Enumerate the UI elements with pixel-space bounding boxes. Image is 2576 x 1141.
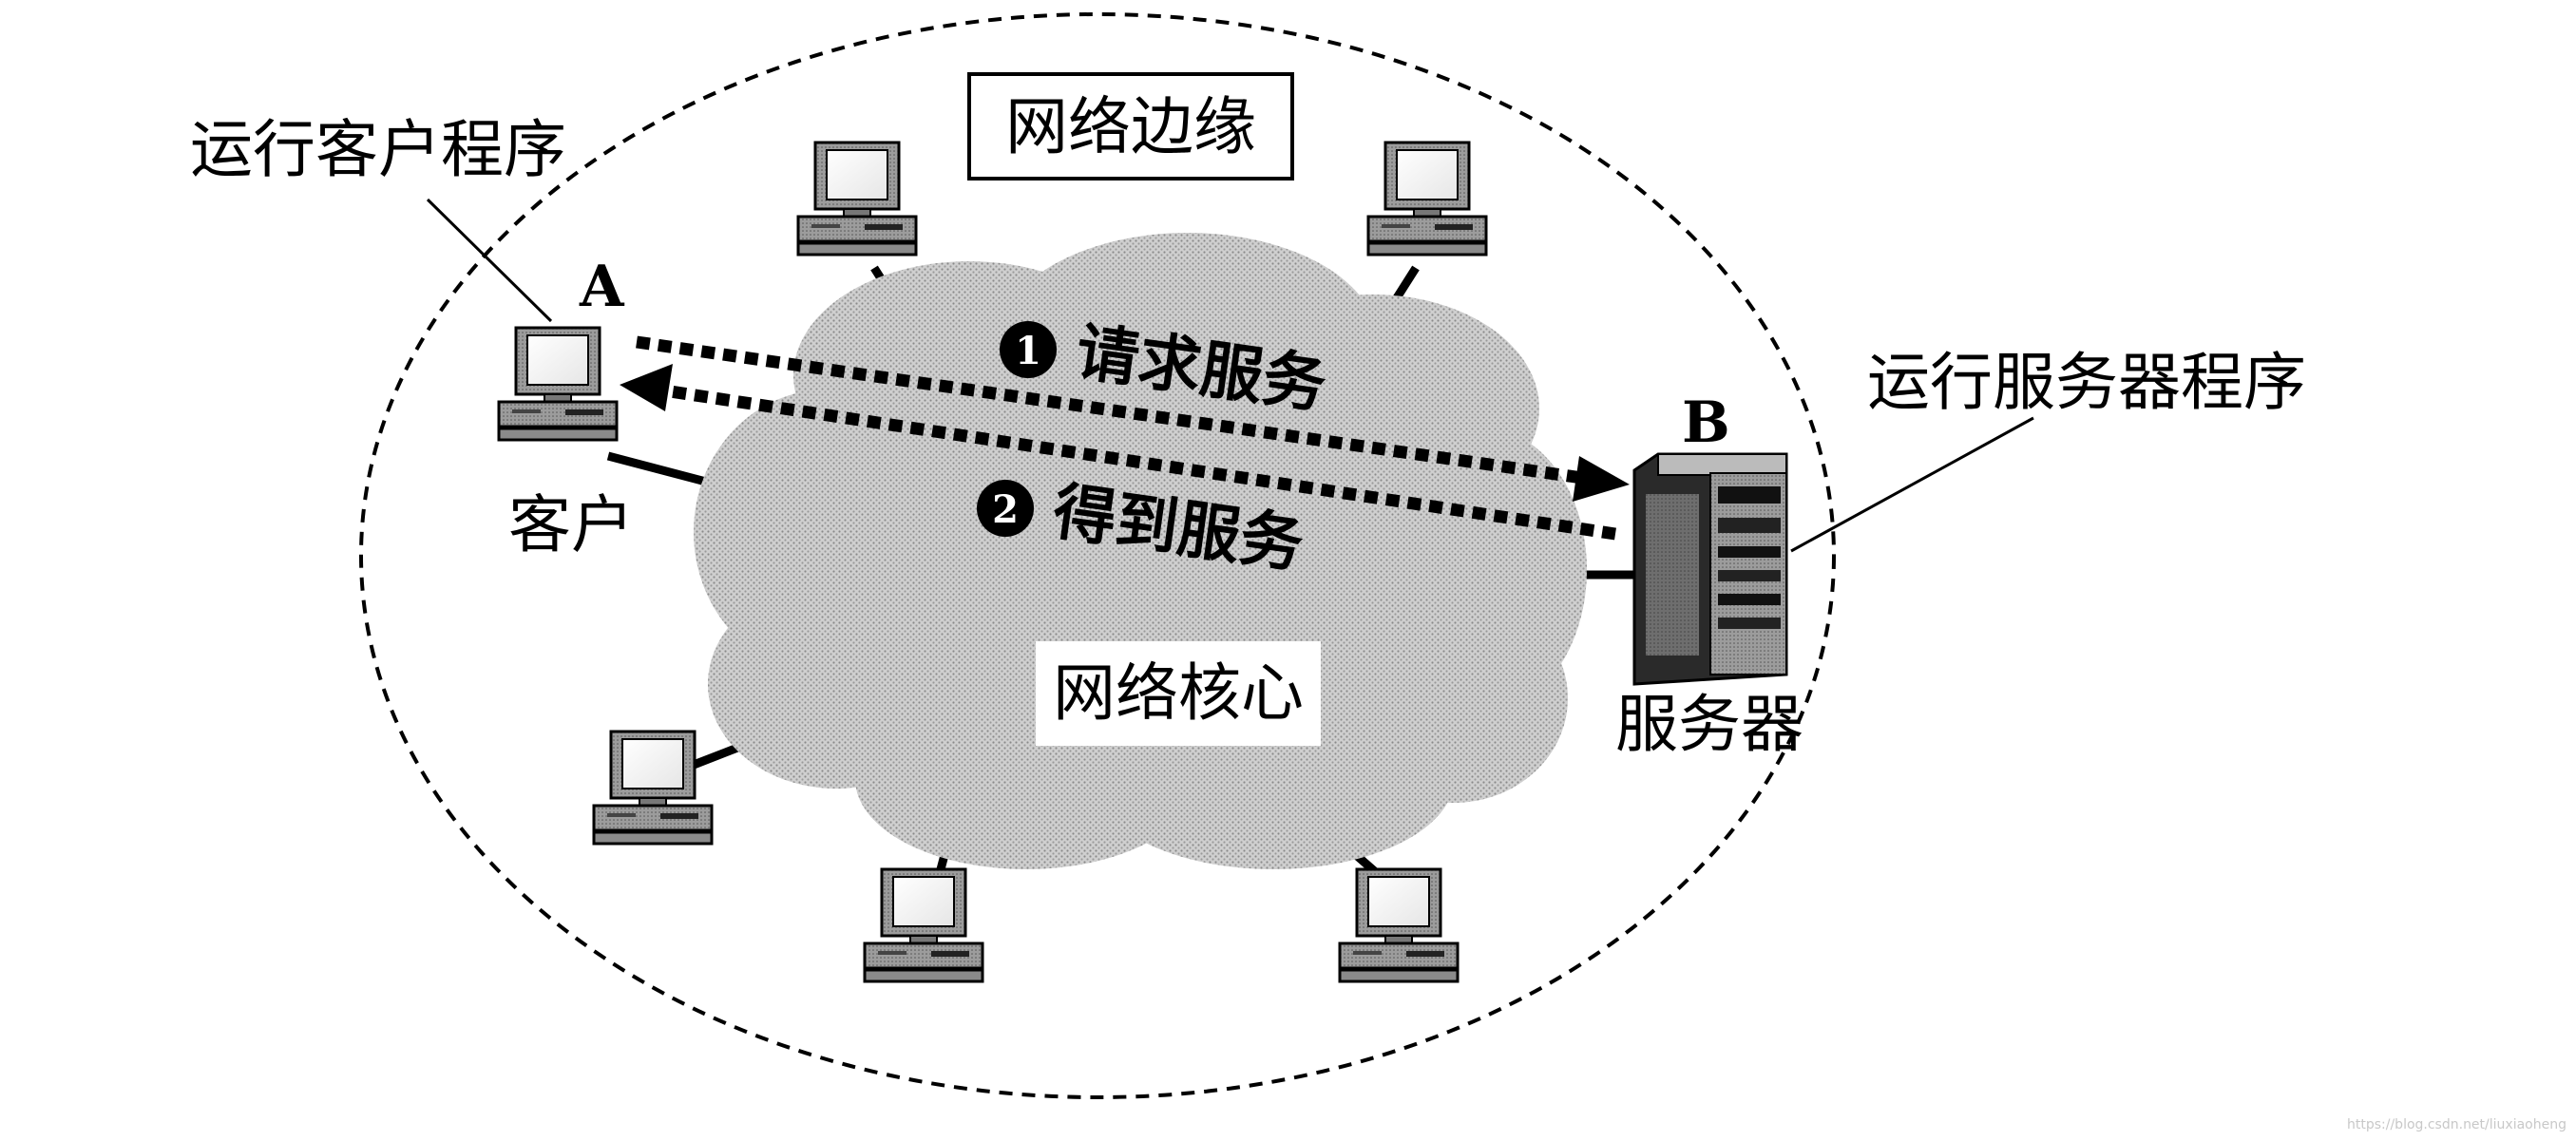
watermark: https://blog.csdn.net/liuxiaoheng [2347,1117,2566,1132]
server-icon [1632,452,1788,686]
host-computer-icon-bottom-left [592,730,714,846]
step-2-number: 2 [992,487,1019,532]
step-2-number-badge [977,480,1034,537]
client-program-callout: 运行客户程序 [190,113,566,186]
host-computer-icon-top-left [796,141,918,257]
host-a-label: A [579,254,625,320]
network-edge-boundary [359,12,1836,1099]
network-core-label: 网络核心 [1053,656,1304,730]
network-core-label-box: 网络核心 [1036,641,1321,746]
host-computer-icon-top-right [1366,141,1488,257]
step-1-number-badge [1000,321,1057,378]
network-edge-label-box: 网络边缘 [967,72,1294,181]
host-computer-icon-bottom-mid [863,867,984,983]
client-label: 客户 [508,488,634,561]
network-edge-label: 网络边缘 [1005,90,1256,163]
host-computer-icon-bottom-right [1338,867,1460,983]
step-1-number: 1 [1015,329,1041,373]
server-program-callout: 运行服务器程序 [1867,346,2306,419]
client-program-leader-line [426,198,553,323]
client-computer-icon [497,326,619,442]
request-arrow [636,335,1630,502]
response-arrow [620,364,1616,541]
host-b-label: B [1682,390,1730,456]
server-program-leader-line [1790,416,2034,553]
network-core-cloud [694,233,1587,869]
server-label: 服务器 [1615,688,1803,761]
